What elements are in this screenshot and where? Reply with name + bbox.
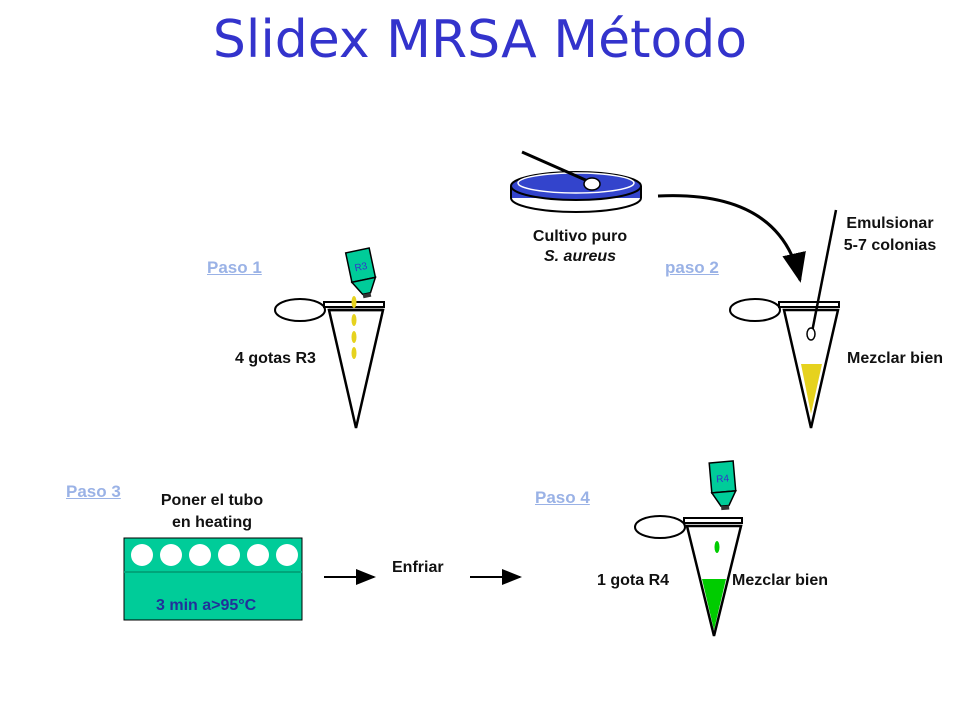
tube-liquid-yellow: [801, 364, 822, 414]
step4-drop-label: 1 gota R4: [597, 572, 670, 589]
inoculation-loop: [521, 150, 591, 184]
tube-cap: [274, 298, 326, 322]
heater-well: [247, 544, 269, 566]
reagent-drops-r3: [351, 296, 357, 359]
step3-label: Paso 3: [66, 482, 121, 501]
cool-label: Enfriar: [392, 559, 444, 576]
heater-instruction: Poner el tubo en heating: [132, 492, 292, 532]
step2-label: paso 2: [665, 258, 719, 277]
tube-step2: [729, 209, 840, 429]
heater-line2: en heating: [171, 514, 252, 531]
step1-label: Paso 1: [207, 258, 262, 277]
step4-label: Paso 4: [535, 488, 590, 507]
emulsify-line1: Emulsionar: [846, 215, 934, 232]
heater-well: [218, 544, 240, 566]
emulsify-line2: 5-7 colonias: [843, 237, 937, 254]
step4-mix-label: Mezclar bien: [732, 572, 829, 589]
tube-liquid-green: [702, 579, 726, 630]
tube-step1: [274, 298, 385, 429]
transfer-arrow: [657, 194, 806, 283]
page-title: Slidex MRSA Método: [212, 10, 748, 70]
bottle-r3-label: R3: [354, 261, 369, 275]
reagent-drop-r4: [714, 541, 720, 553]
reagent-bottle-r3: R3: [344, 247, 377, 299]
petri-dish: [510, 150, 642, 213]
culture-label: Cultivo puro S. aureus: [500, 228, 660, 266]
step2-mix-label: Mezclar bien: [847, 350, 944, 367]
culture-line2: S. aureus: [543, 248, 617, 265]
heater-well: [276, 544, 298, 566]
emulsify-label: Emulsionar 5-7 colonias: [830, 215, 950, 255]
reagent-bottle-r4: R4: [708, 460, 737, 511]
heater-well: [189, 544, 211, 566]
tube-cap: [729, 298, 781, 322]
heating-block: [123, 537, 303, 621]
heater-well: [160, 544, 182, 566]
tube-step4: [634, 515, 743, 637]
heater-time-label: 3 min a>95°C: [156, 597, 257, 614]
step1-drops-label: 4 gotas R3: [235, 350, 316, 367]
tube-cap: [634, 515, 686, 539]
culture-line1: Cultivo puro: [532, 228, 628, 245]
bottle-r4-label: R4: [716, 473, 730, 485]
heater-line1: Poner el tubo: [160, 492, 264, 509]
inoculation-loop: [810, 209, 838, 333]
heater-well: [131, 544, 153, 566]
